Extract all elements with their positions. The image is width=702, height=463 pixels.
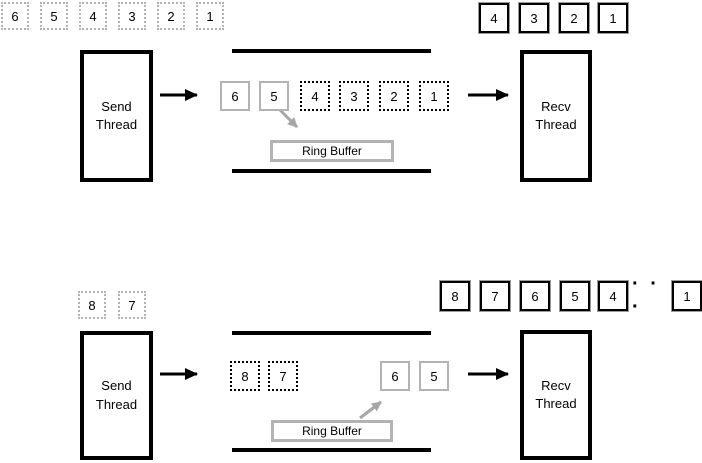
- buffer-slot-pending: 2: [379, 81, 409, 111]
- buffer-slot-pending: 8: [230, 361, 260, 391]
- delivered-queue-item: 8: [440, 281, 470, 311]
- delivered-queue-item: 7: [480, 281, 510, 311]
- ring-buffer-label: Ring Buffer: [270, 140, 394, 162]
- recv-thread-box: Recv Thread: [520, 50, 592, 182]
- buffer-slot-pending: 4: [300, 81, 330, 111]
- source-queue-item: 8: [78, 291, 106, 319]
- buffer-slot-written: 5: [259, 81, 289, 111]
- source-queue-item: 2: [157, 2, 185, 30]
- ring-buffer-label: Ring Buffer: [271, 420, 393, 442]
- source-queue-item: 6: [1, 2, 29, 30]
- delivered-queue-item: 1: [672, 281, 702, 311]
- buffer-slot-written: 5: [419, 361, 449, 391]
- buffer-slot-pending: 3: [339, 81, 369, 111]
- read-pointer-arrow-2: [359, 400, 382, 420]
- delivered-queue-item: 5: [560, 281, 590, 311]
- delivered-queue-item: 4: [479, 3, 509, 33]
- source-queue-item: 7: [118, 291, 146, 319]
- buffer-slot-written: 6: [220, 81, 250, 111]
- delivered-queue-item: 2: [559, 3, 589, 33]
- buffer-slot-pending: 1: [419, 81, 449, 111]
- buffer-slot-pending: 7: [268, 361, 298, 391]
- queue-ellipsis: · · ·: [632, 273, 660, 318]
- send-thread-box: Send Thread: [80, 50, 153, 182]
- source-queue-item: 1: [196, 2, 224, 30]
- delivered-queue-item: 6: [520, 281, 550, 311]
- buffer-slot-written: 6: [380, 361, 410, 391]
- send-thread-box: Send Thread: [80, 331, 153, 460]
- source-queue-item: 5: [40, 2, 68, 30]
- delivered-queue-item: 3: [519, 3, 549, 33]
- delivered-queue-item: 1: [598, 3, 628, 33]
- source-queue-item: 3: [118, 2, 146, 30]
- delivered-queue-item: 4: [598, 281, 628, 311]
- recv-thread-box: Recv Thread: [520, 330, 592, 460]
- source-queue-item: 4: [79, 2, 107, 30]
